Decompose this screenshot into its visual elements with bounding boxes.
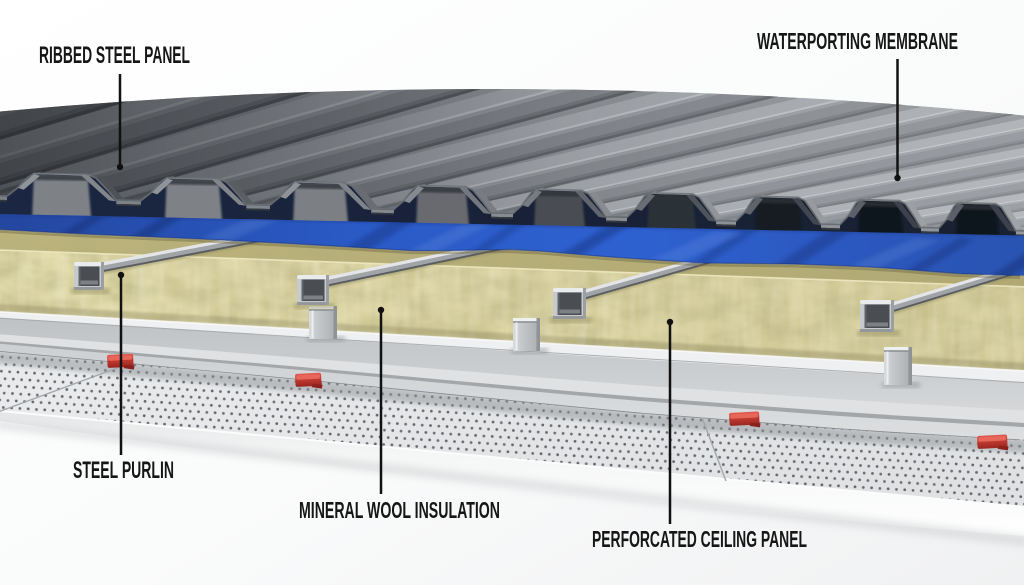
svg-text:WATERPORTING MEMBRANE: WATERPORTING MEMBRANE <box>757 28 958 54</box>
svg-text:PERFORCATED CEILING PANEL: PERFORCATED CEILING PANEL <box>592 526 807 552</box>
svg-text:MINERAL WOOL INSULATION: MINERAL WOOL INSULATION <box>299 497 500 523</box>
svg-text:STEEL PURLIN: STEEL PURLIN <box>73 457 174 484</box>
svg-text:RIBBED STEEL PANEL: RIBBED STEEL PANEL <box>39 42 190 69</box>
